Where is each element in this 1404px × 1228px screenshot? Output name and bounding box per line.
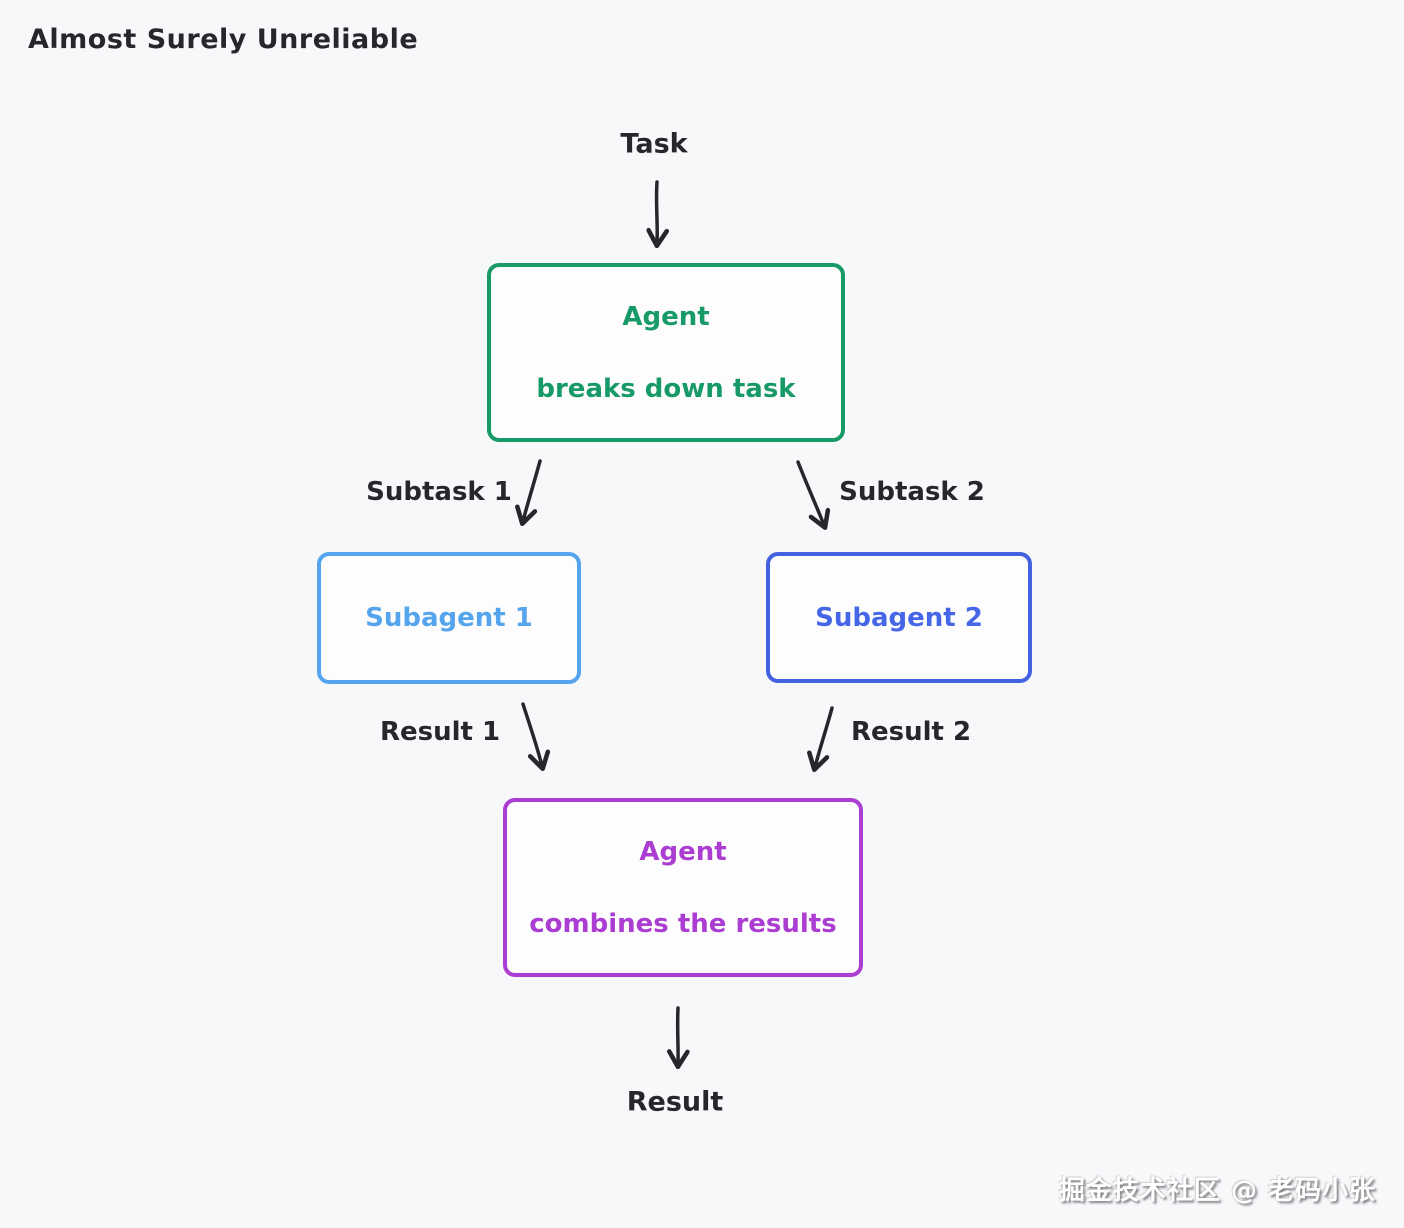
result-label: Result [626,1086,724,1118]
diagram-title: Almost Surely Unreliable [28,24,419,55]
node-subagent-2: Subagent 2 [766,552,1032,683]
arrow-subtask2-icon [796,460,831,530]
node-agent-combines-subtitle: combines the results [529,908,837,939]
edge-label-subtask1: Subtask 1 [366,477,512,507]
arrow-task-to-agent-icon [646,180,670,249]
arrow-result1-icon [521,702,551,772]
watermark-text: 掘金技术社区 @ 老码小张 [1058,1176,1376,1206]
arrow-result2-icon [807,706,834,773]
node-subagent-2-label: Subagent 2 [815,602,983,633]
node-agent-breaks-down-title: Agent [622,301,710,332]
node-agent-combines-title: Agent [639,836,727,867]
edge-label-result2: Result 2 [850,717,972,747]
arrow-subtask1-icon [515,459,542,527]
node-subagent-1: Subagent 1 [317,552,581,684]
edge-label-result1: Result 1 [379,717,501,747]
node-agent-breaks-down-subtitle: breaks down task [536,373,796,404]
task-label: Task [620,128,688,160]
edge-label-subtask2: Subtask 2 [839,477,985,507]
node-subagent-1-label: Subagent 1 [365,603,533,633]
node-agent-breaks-down: Agent breaks down task [487,263,845,442]
node-agent-combines: Agent combines the results [503,798,863,977]
